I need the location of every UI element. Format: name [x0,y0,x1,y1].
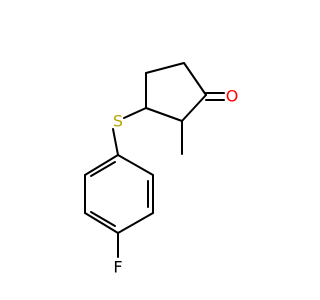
oxygen-atom: O [226,87,239,106]
bond-benzene-1 [117,154,154,176]
bond-s-aryl [112,128,119,156]
oxygen-label: O [226,87,239,106]
bond-ring-c3-c4 [181,94,207,122]
sulfur-label: S [113,112,123,131]
bond-ring-c4-c5 [145,107,183,122]
bond-ring-c1-c2 [145,62,185,74]
bond-benzene-inner-3 [90,161,116,177]
fluorine-label: F [113,258,122,277]
bond-c-s [123,107,147,119]
bond-benzene-6 [84,154,119,176]
molecule-diagram: O S F [84,62,239,277]
bond-benzene-4 [84,212,119,234]
structure-canvas: O S F [84,62,239,277]
sulfur-atom: S [113,112,123,131]
bond-ring-c2-c3 [183,62,207,96]
fluorine-atom: F [113,258,122,277]
bond-benzene-3 [117,212,154,234]
bond-benzene-inner-2 [90,211,116,227]
